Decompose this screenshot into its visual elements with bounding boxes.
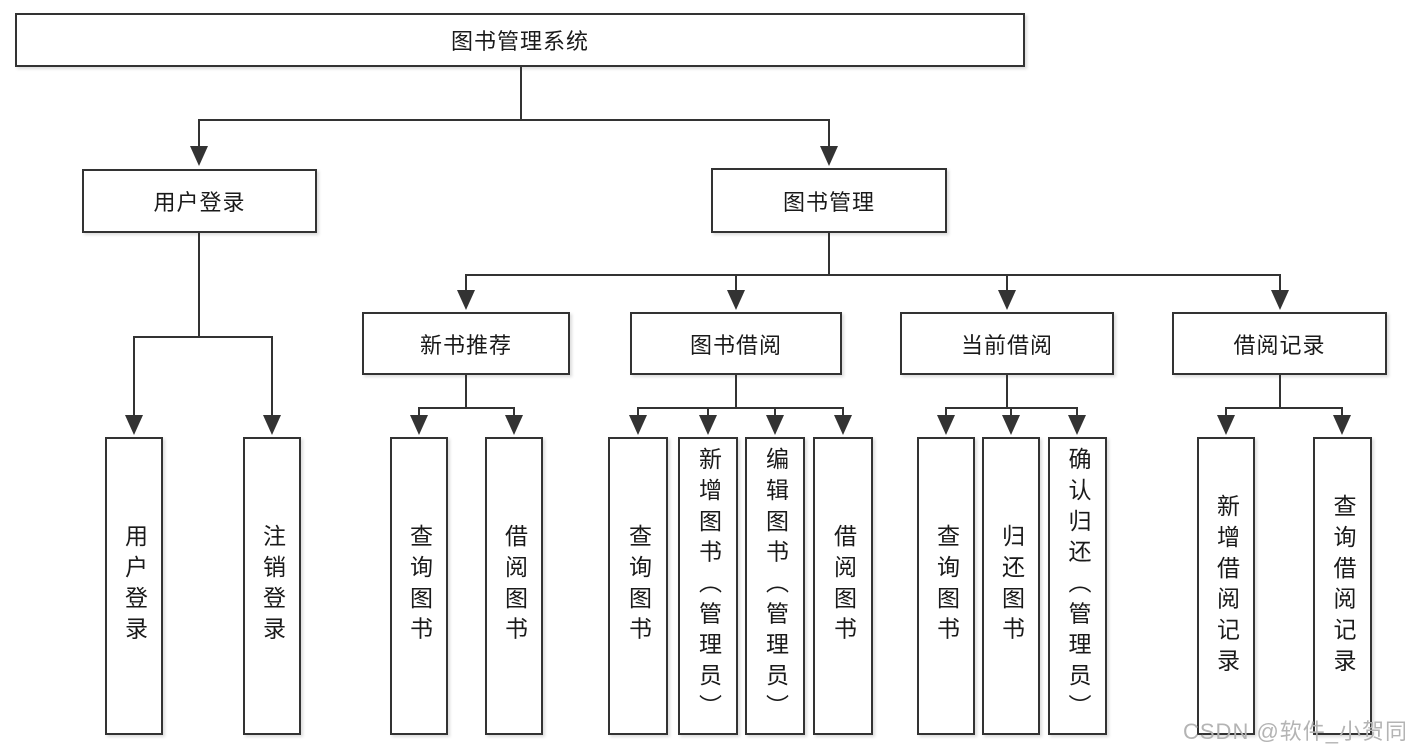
connector-to-user-login <box>198 119 200 150</box>
connector-to-book-management <box>828 119 830 150</box>
connector-to-borrowing-query <box>637 407 639 419</box>
leaf-user-login: 用户登录 <box>105 437 163 735</box>
arrowhead-down-icon <box>766 415 784 435</box>
leaf-borrowing-borrow-books: 借阅图书 <box>813 437 873 735</box>
connector-current-stem <box>1006 375 1008 407</box>
connector-to-records-add <box>1225 407 1227 419</box>
connector-to-recommend-query <box>418 407 420 419</box>
connector-to-borrowing-add <box>707 407 709 419</box>
arrowhead-down-icon <box>190 146 208 166</box>
node-book-borrowing: 图书借阅 <box>630 312 842 375</box>
leaf-logout: 注销登录 <box>243 437 301 735</box>
arrowhead-down-icon <box>457 290 475 310</box>
connector-to-new-book-recommend <box>465 274 467 294</box>
arrowhead-down-icon <box>505 415 523 435</box>
arrowhead-down-icon <box>263 415 281 435</box>
leaf-records-query-record: 查询借阅记录 <box>1313 437 1372 735</box>
arrowhead-down-icon <box>834 415 852 435</box>
arrowhead-down-icon <box>820 146 838 166</box>
connector-records-stem <box>1279 375 1281 407</box>
connector-to-current-query <box>945 407 947 419</box>
leaf-borrowing-query-books: 查询图书 <box>608 437 668 735</box>
connector-level3-rail <box>465 274 1281 276</box>
connector-to-leaf-user-login <box>133 336 135 417</box>
arrowhead-down-icon <box>1271 290 1289 310</box>
leaf-borrowing-add-books-admin: 新增图书（管理员） <box>678 437 738 735</box>
connector-records-rail <box>1225 407 1343 409</box>
node-borrowing-records: 借阅记录 <box>1172 312 1387 375</box>
leaf-current-query-books: 查询图书 <box>917 437 975 735</box>
arrowhead-down-icon <box>1333 415 1351 435</box>
connector-management-stem <box>828 233 830 274</box>
node-new-book-recommend: 新书推荐 <box>362 312 570 375</box>
connector-root-stem <box>520 67 522 119</box>
arrowhead-down-icon <box>1068 415 1086 435</box>
node-user-login: 用户登录 <box>82 169 317 233</box>
leaf-records-add-record: 新增借阅记录 <box>1197 437 1255 735</box>
connector-to-borrowing-edit <box>774 407 776 419</box>
node-book-management: 图书管理 <box>711 168 947 233</box>
connector-level2-rail <box>199 119 829 121</box>
arrowhead-down-icon <box>699 415 717 435</box>
connector-borrowing-rail <box>637 407 844 409</box>
leaf-current-return-books: 归还图书 <box>982 437 1040 735</box>
arrowhead-down-icon <box>1217 415 1235 435</box>
connector-user-rail <box>133 336 273 338</box>
arrowhead-down-icon <box>727 290 745 310</box>
connector-to-records-query <box>1341 407 1343 419</box>
csdn-watermark: CSDN @软件_小贺同学 <box>1183 719 1405 744</box>
connector-to-borrowing-records <box>1279 274 1281 294</box>
arrowhead-down-icon <box>629 415 647 435</box>
arrowhead-down-icon <box>937 415 955 435</box>
leaf-recommend-borrow-books: 借阅图书 <box>485 437 543 735</box>
connector-to-current-return <box>1010 407 1012 419</box>
arrowhead-down-icon <box>1002 415 1020 435</box>
connector-to-book-borrowing <box>735 274 737 294</box>
connector-to-borrowing-borrow <box>842 407 844 419</box>
connector-borrowing-stem <box>735 375 737 407</box>
connector-recommend-rail <box>418 407 515 409</box>
leaf-recommend-query-books: 查询图书 <box>390 437 448 735</box>
leaf-current-confirm-return-admin: 确认归还（管理员） <box>1048 437 1107 735</box>
node-root: 图书管理系统 <box>15 13 1025 67</box>
connector-recommend-stem <box>465 375 467 407</box>
connector-to-current-borrowing <box>1006 274 1008 294</box>
connector-user-stem <box>198 233 200 336</box>
arrowhead-down-icon <box>410 415 428 435</box>
connector-to-recommend-borrow <box>513 407 515 419</box>
leaf-borrowing-edit-books-admin: 编辑图书（管理员） <box>745 437 805 735</box>
arrowhead-down-icon <box>998 290 1016 310</box>
connector-to-leaf-logout <box>271 336 273 417</box>
connector-to-current-confirm <box>1076 407 1078 419</box>
node-current-borrowing: 当前借阅 <box>900 312 1114 375</box>
arrowhead-down-icon <box>125 415 143 435</box>
